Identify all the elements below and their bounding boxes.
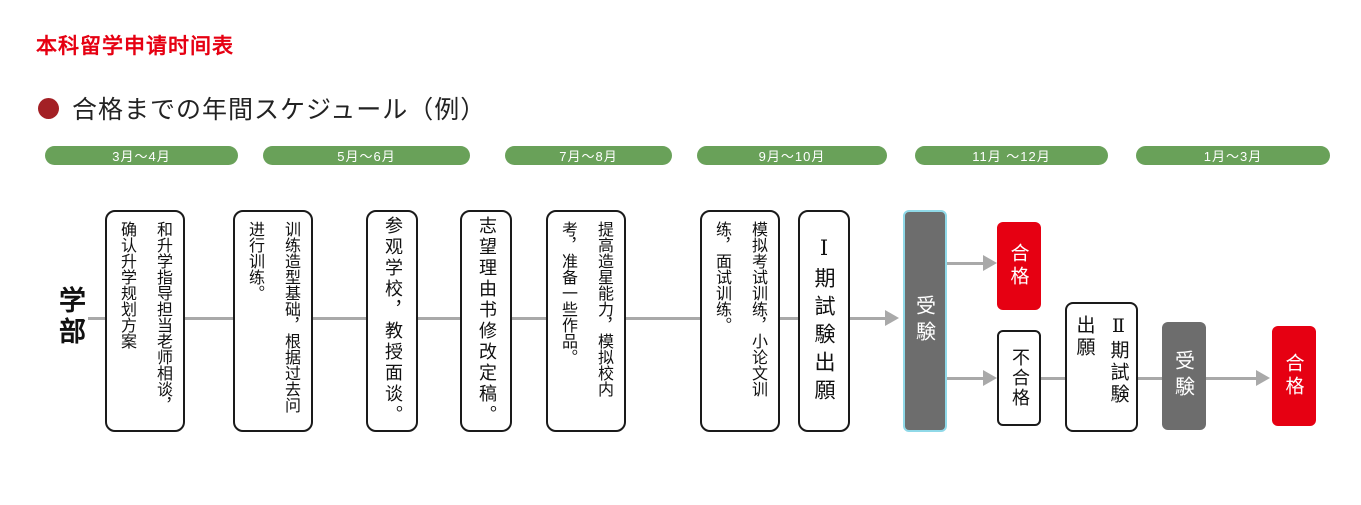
arrow-head-icon (983, 370, 997, 386)
timeline-bar-1: 3月～4月 (45, 146, 238, 165)
apply2-to-exam2-line (1138, 377, 1162, 380)
step-box-4: 志望理由书修改定稿。 (460, 210, 512, 432)
timeline-bar-6: 1月～3月 (1136, 146, 1330, 165)
step-text: 训练造型基础，根据过去问进行训练。 (246, 221, 301, 413)
step-text: 参观学校，教授面谈。 (382, 216, 403, 426)
fail-branch-line (947, 377, 985, 380)
step-box-apply-term1: Ⅰ期試験出願 (798, 210, 850, 432)
arrow-head-icon (885, 310, 899, 326)
step-box-3: 参观学校，教授面谈。 (366, 210, 418, 432)
step-box-5: 提高造星能力，模拟校内考，准备一些作品。 (546, 210, 626, 432)
arrow-head-icon (1256, 370, 1270, 386)
fail-to-apply2-line (1041, 377, 1065, 380)
page-title: 本科留学申请时间表 (36, 35, 234, 58)
exam2-box: 受験 (1162, 322, 1206, 430)
exam1-box: 受験 (903, 210, 947, 432)
pass-branch-line (947, 262, 985, 265)
apply-term2-label: Ⅱ期試験出願 (1073, 315, 1130, 406)
step-text: 模拟考试训练，小论文训练，面试训练。 (713, 221, 768, 397)
step-box-1: 和升学指导担当老师相谈，确认升学规划方案 (105, 210, 185, 432)
fail-box: 不合格 (997, 330, 1041, 426)
section-heading-text: 合格までの年間スケジュール（例） (72, 95, 487, 124)
exam1-label: 受験 (912, 295, 937, 347)
step-text: 志望理由书修改定稿。 (476, 216, 497, 426)
exam2-to-pass2-line (1206, 377, 1258, 380)
row-label-gakubu: 学部 (54, 286, 85, 348)
pass2-box: 合格 (1272, 326, 1316, 426)
pass2-label: 合格 (1282, 353, 1305, 399)
exam2-label: 受験 (1171, 350, 1196, 402)
arrow-head-icon (983, 255, 997, 271)
section-heading: 合格までの年間スケジュール（例） (38, 90, 486, 126)
fail-label: 不合格 (1009, 348, 1030, 408)
step-text: 和升学指导担当老师相谈，确认升学规划方案 (118, 221, 173, 413)
bullet-icon (38, 97, 59, 119)
apply-term2-box: Ⅱ期試験出願 (1065, 302, 1138, 432)
step-text: Ⅰ期試験出願 (812, 235, 836, 407)
timeline-bar-5: 11月 ～12月 (915, 146, 1108, 165)
step-text: 提高造星能力，模拟校内考，准备一些作品。 (559, 221, 614, 397)
step-box-6: 模拟考试训练，小论文训练，面试训练。 (700, 210, 780, 432)
step-box-2: 训练造型基础，根据过去问进行训练。 (233, 210, 313, 432)
timeline-bar-3: 7月～8月 (505, 146, 672, 165)
timeline-bar-4: 9月～10月 (697, 146, 887, 165)
timeline-bar-2: 5月～6月 (263, 146, 470, 165)
pass1-box: 合格 (997, 222, 1041, 310)
pass1-label: 合格 (1007, 243, 1030, 289)
